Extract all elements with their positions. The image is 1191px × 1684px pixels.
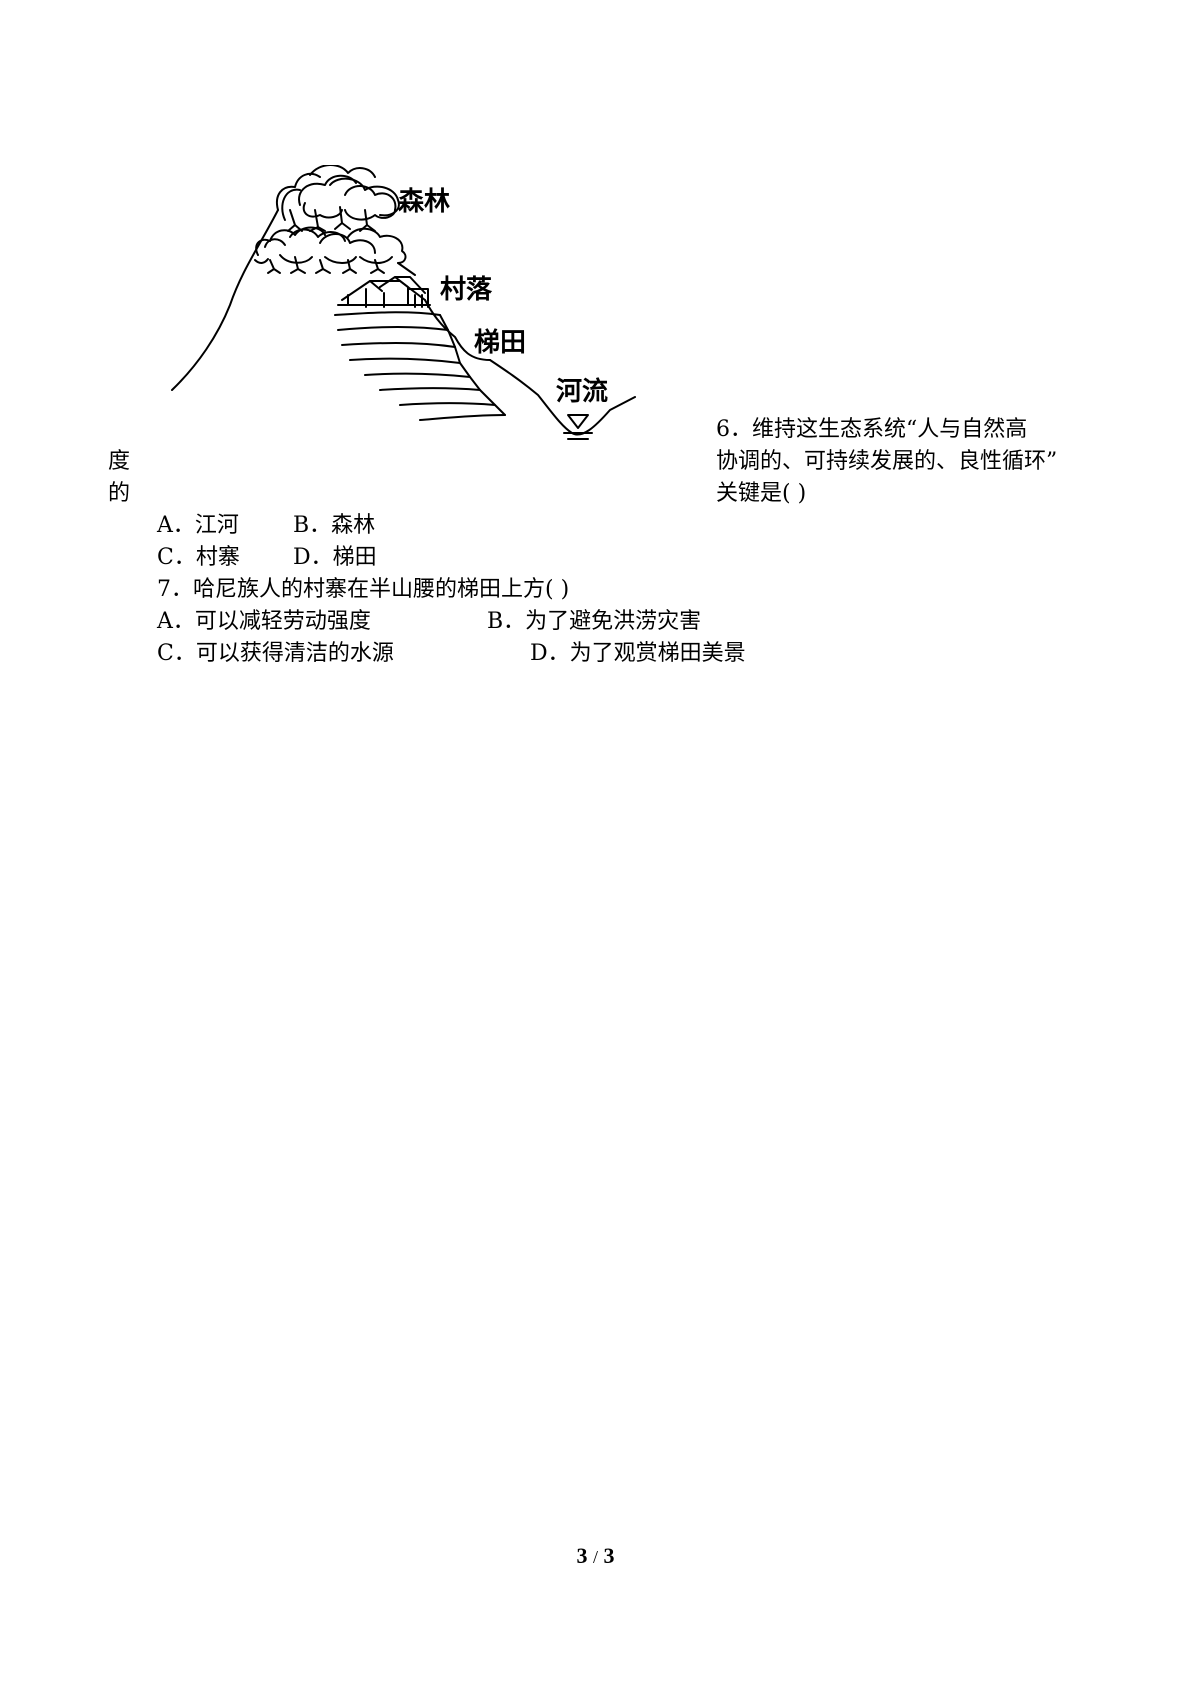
terrace-label: 梯田 xyxy=(474,328,527,358)
question7-option-c: C．可以获得清洁的水源 xyxy=(157,641,394,666)
question7-option-b: B．为了避免洪涝灾害 xyxy=(487,609,702,634)
terrace-ecosystem-diagram: 森林 村落 梯田 河流 xyxy=(170,165,700,490)
question6-line1: 6．维持这生态系统“人与自然高 xyxy=(716,417,1028,442)
question6-option-b: B．森林 xyxy=(293,513,376,538)
river-label: 河流 xyxy=(556,377,609,407)
current-page: 3 xyxy=(576,1543,588,1568)
question6-option-a: A．江河 xyxy=(157,513,239,538)
mountain-illustration xyxy=(171,165,636,440)
forest-label: 森林 xyxy=(398,187,451,217)
question7-stem: 7．哈尼族人的村寨在半山腰的梯田上方( ) xyxy=(157,577,570,602)
total-pages: 3 xyxy=(603,1543,615,1568)
question7-option-d: D．为了观赏梯田美景 xyxy=(530,641,746,666)
page-number: 3 / 3 xyxy=(0,1543,1191,1569)
question6-option-c: C．村寨 xyxy=(157,545,240,570)
question6-line3: 关键是( ) xyxy=(716,481,807,506)
question6-line2: 协调的、可持续发展的、良性循环” xyxy=(716,449,1058,474)
page-separator: / xyxy=(592,1547,598,1567)
question6-left-fragment-2: 的 xyxy=(108,481,131,506)
question7-option-a: A．可以减轻劳动强度 xyxy=(157,609,371,634)
question6-option-d: D．梯田 xyxy=(293,545,377,570)
question6-left-fragment-1: 度 xyxy=(108,449,131,474)
village-label: 村落 xyxy=(440,275,493,305)
